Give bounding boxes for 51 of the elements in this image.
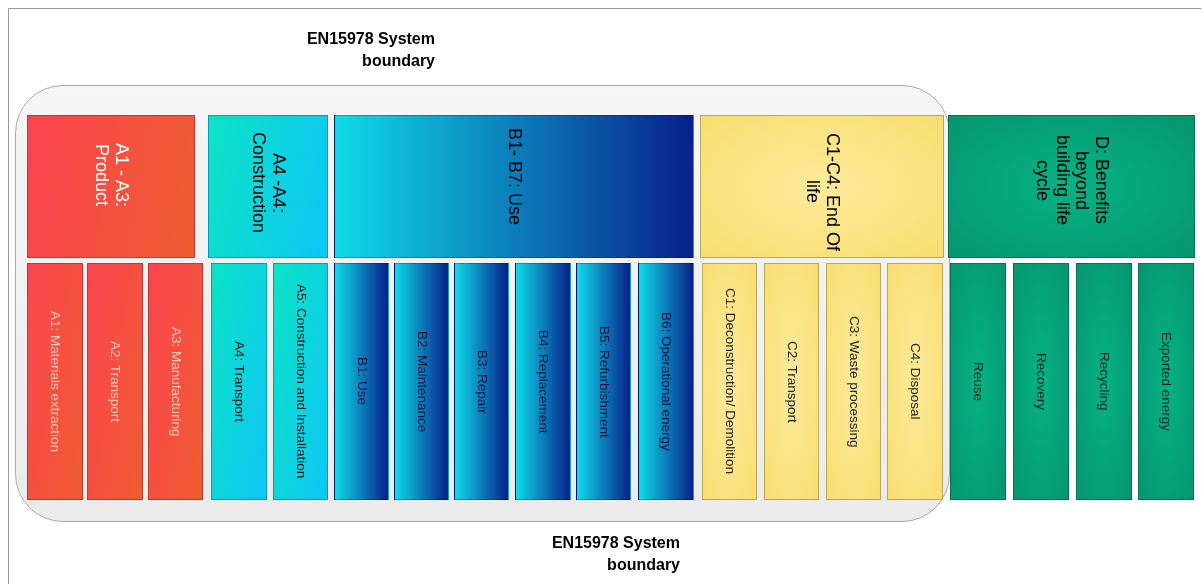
module-label: B5: Refurbishment	[596, 325, 611, 438]
module-label: C3: Waste processing	[846, 315, 861, 448]
stage-header-box	[27, 115, 195, 258]
module-box	[1076, 263, 1132, 500]
module-label: C1: Deconstruction/ Demolition	[722, 288, 737, 475]
module-box	[334, 263, 389, 500]
module-box	[887, 263, 943, 500]
stage-title: A4 -A4: Construction	[248, 131, 288, 236]
stage-title: D: Benefits beyond building life cycle	[1031, 134, 1112, 228]
module-box	[515, 263, 571, 500]
module-label: B3: Repair	[474, 349, 489, 414]
module-label: A4: Transport	[231, 340, 247, 422]
stage-title: B1- B7: Use	[504, 128, 524, 226]
module-box	[211, 263, 267, 500]
boundary-caption: EN15978 System boundary	[550, 533, 680, 575]
stage-header-box	[948, 115, 1195, 258]
module-box	[87, 263, 143, 500]
module-label: Recycling	[1096, 352, 1112, 411]
stage-header-box	[700, 115, 944, 258]
stage-title: A1 - A3: Product	[91, 142, 131, 210]
module-label: B2: Maintenance	[414, 330, 429, 433]
module-box	[576, 263, 631, 500]
module-label: C2: Transport	[784, 340, 799, 423]
module-label: A3: Manufacturing	[168, 326, 183, 437]
module-box	[394, 263, 449, 500]
system-boundary-band	[15, 85, 950, 522]
module-box	[273, 263, 328, 500]
module-label: A5: Construction and Installation	[293, 284, 308, 479]
stage-header-box	[208, 115, 328, 258]
module-box	[638, 263, 694, 500]
module-label: A1: Materials extraction	[47, 310, 63, 453]
module-label: Exported energy	[1158, 331, 1174, 432]
module-box	[702, 263, 757, 500]
module-box	[148, 263, 203, 500]
module-label: C4: Disposal	[907, 343, 923, 420]
module-box	[1138, 263, 1194, 500]
module-box	[950, 263, 1006, 500]
boundary-caption: EN15978 System boundary	[305, 29, 435, 71]
module-box	[764, 263, 819, 500]
module-label: Recovery	[1033, 353, 1049, 410]
module-box	[826, 263, 881, 500]
module-box	[27, 263, 83, 500]
module-label: B1: Use	[354, 357, 369, 406]
module-label: Reuse	[970, 362, 986, 401]
module-label: B4: Replacement	[535, 329, 551, 434]
module-label: B6: Operational energy	[658, 312, 674, 451]
module-box	[454, 263, 509, 500]
module-box	[1013, 263, 1069, 500]
stage-title: C1-C4: End Of life	[802, 131, 842, 253]
stage-header-box	[334, 115, 694, 258]
module-label: A2: Transport	[107, 340, 123, 422]
